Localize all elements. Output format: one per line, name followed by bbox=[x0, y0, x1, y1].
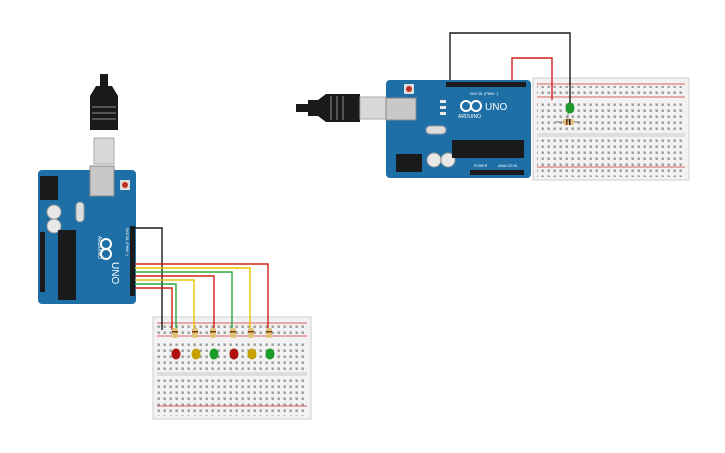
led-red-1[interactable] bbox=[171, 348, 181, 360]
resistor-6[interactable] bbox=[266, 328, 272, 338]
wire-yellow-left-2[interactable] bbox=[135, 279, 195, 330]
wire-green-left-2[interactable] bbox=[135, 283, 177, 330]
arduino-board-right[interactable]: UNO ARDUINO DIGITAL (PWM ~) POWER ANALOG… bbox=[385, 80, 531, 178]
led-red-2[interactable] bbox=[229, 348, 239, 360]
resistor-1[interactable] bbox=[172, 328, 178, 338]
arduino-board-left[interactable]: UNO ARDUINO DIGITAL (PWM ~) bbox=[38, 165, 136, 304]
arduino-logo-icon-left bbox=[100, 238, 112, 260]
led-green-right[interactable] bbox=[565, 102, 575, 123]
breadboard-right[interactable] bbox=[532, 77, 690, 181]
board-brand-label: ARDUINO bbox=[458, 114, 481, 120]
resistor-4[interactable] bbox=[230, 328, 236, 338]
resistor-5[interactable] bbox=[248, 328, 254, 338]
board-model-label-left: UNO bbox=[109, 262, 120, 284]
wire-red-right[interactable] bbox=[511, 57, 553, 100]
wire-yellow-left-1[interactable] bbox=[135, 267, 251, 330]
wire-green-left-1[interactable] bbox=[135, 271, 233, 330]
led-green-2[interactable] bbox=[265, 348, 275, 360]
analog-header-label: ANALOG IN bbox=[498, 164, 518, 168]
led-yellow-1[interactable] bbox=[191, 348, 201, 360]
led-green-1[interactable] bbox=[209, 348, 219, 360]
usb-cable-right[interactable] bbox=[296, 94, 387, 122]
board-model-label: UNO bbox=[485, 102, 507, 113]
power-header-label: POWER bbox=[474, 164, 488, 168]
resistor-array-left[interactable] bbox=[172, 328, 272, 338]
led-array-left[interactable] bbox=[171, 348, 275, 360]
digital-header-label: DIGITAL (PWM ~) bbox=[470, 92, 498, 96]
board-brand-label-left: ARDUINO bbox=[96, 236, 102, 259]
resistor-2[interactable] bbox=[192, 328, 198, 338]
wire-red-left-1[interactable] bbox=[135, 263, 269, 330]
resistor-3[interactable] bbox=[210, 328, 216, 338]
usb-cable-left[interactable] bbox=[90, 74, 118, 165]
digital-header-label-left: DIGITAL (PWM ~) bbox=[125, 228, 129, 256]
wire-black-left[interactable] bbox=[135, 227, 163, 330]
wire-black-right[interactable] bbox=[449, 32, 571, 103]
led-yellow-2[interactable] bbox=[247, 348, 257, 360]
wire-red-left-2[interactable] bbox=[135, 275, 215, 330]
wire-red-left-3[interactable] bbox=[135, 287, 173, 330]
arduino-logo-icon bbox=[460, 100, 482, 112]
